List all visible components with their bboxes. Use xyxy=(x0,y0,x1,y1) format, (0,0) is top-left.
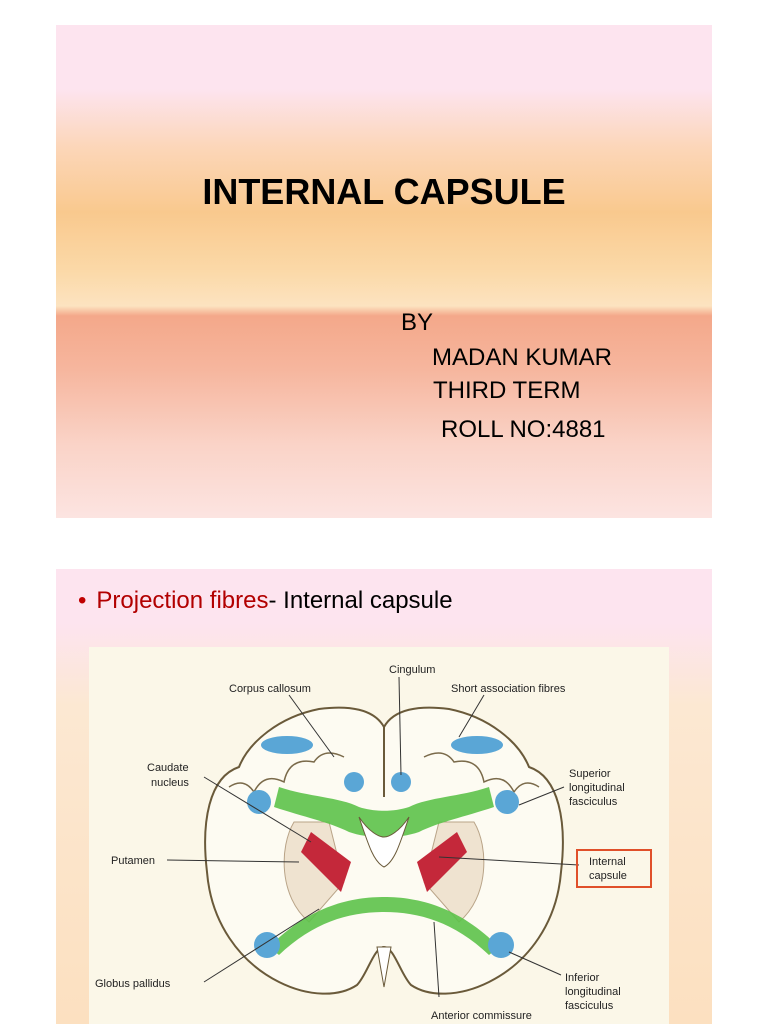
internal-capsule-right xyxy=(417,832,467,892)
short-association-fibres-left xyxy=(261,736,313,754)
author-roll: ROLL NO:4881 xyxy=(441,416,606,443)
content-slide: • Projection fibres- Internal capsule xyxy=(56,569,712,1024)
label-anterior-commissure: Anterior commissure xyxy=(431,1010,532,1022)
sup-long-fasciculus-left xyxy=(247,790,271,814)
label-internal-capsule-1: Internal xyxy=(589,856,626,868)
lateral-ventricles xyxy=(358,816,410,868)
label-internal-capsule-2: capsule xyxy=(589,870,627,882)
gyri-right xyxy=(423,752,540,794)
title-slide: INTERNAL CAPSULE BY MADAN KUMAR THIRD TE… xyxy=(56,25,712,518)
bullet-rest: - Internal capsule xyxy=(268,587,453,614)
brain-coronal-section-figure: Cingulum Corpus callosum Short associati… xyxy=(89,647,669,1024)
bullet-item: • Projection fibres- Internal capsule xyxy=(78,587,453,615)
inf-long-fasciculus-left xyxy=(254,932,280,958)
cingulum-left xyxy=(344,772,364,792)
label-short-association-fibres: Short association fibres xyxy=(451,683,566,695)
label-inf-long-3: fasciculus xyxy=(565,1000,614,1012)
bullet-dot-icon: • xyxy=(78,587,87,614)
label-cingulum: Cingulum xyxy=(389,664,435,676)
brain-diagram: Cingulum Corpus callosum Short associati… xyxy=(95,664,652,1022)
slide-title: INTERNAL CAPSULE xyxy=(202,171,566,212)
label-putamen: Putamen xyxy=(111,855,155,867)
author-term: THIRD TERM xyxy=(433,377,581,404)
third-ventricle xyxy=(376,946,392,988)
internal-capsule-highlight-box xyxy=(576,849,652,888)
inf-long-fasciculus-right xyxy=(488,932,514,958)
label-sup-long-2: longitudinal xyxy=(569,782,625,794)
cingulum-right xyxy=(391,772,411,792)
bullet-highlight: Projection fibres xyxy=(96,587,269,614)
label-caudate-2: nucleus xyxy=(151,777,189,789)
internal-capsule-left xyxy=(301,832,351,892)
byline-by: BY xyxy=(401,309,434,336)
corpus-callosum xyxy=(274,787,494,838)
label-inf-long-2: longitudinal xyxy=(565,986,621,998)
gyri-left xyxy=(228,752,345,794)
label-sup-long-3: fasciculus xyxy=(569,796,618,808)
anterior-commissure xyxy=(269,897,499,955)
label-corpus-callosum: Corpus callosum xyxy=(229,683,311,695)
sup-long-fasciculus-right xyxy=(495,790,519,814)
author-name: MADAN KUMAR xyxy=(432,344,613,371)
label-caudate-1: Caudate xyxy=(147,762,189,774)
label-sup-long-1: Superior xyxy=(569,768,611,780)
label-globus-pallidus: Globus pallidus xyxy=(95,978,171,990)
label-inf-long-1: Inferior xyxy=(565,972,600,984)
short-association-fibres-right xyxy=(451,736,503,754)
leader-lines xyxy=(166,676,580,998)
